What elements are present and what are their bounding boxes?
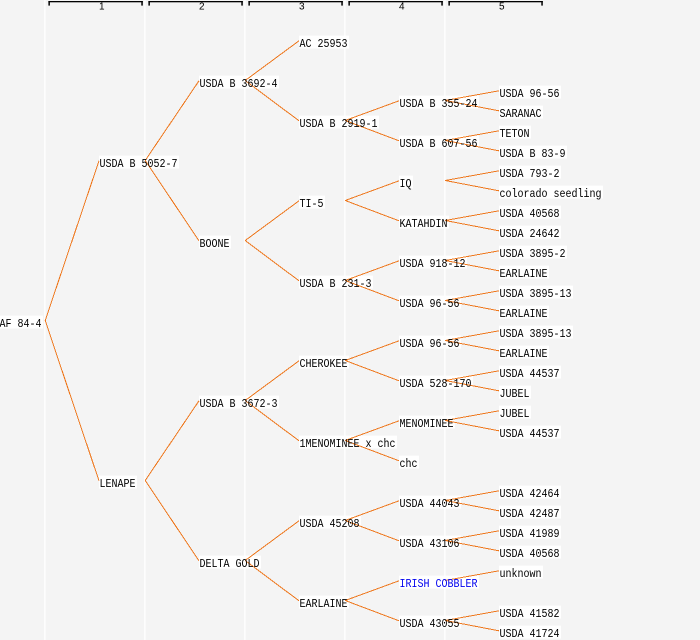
svg-text:USDA 42487: USDA 42487	[500, 507, 560, 521]
svg-text:USDA 528-170: USDA 528-170	[400, 377, 472, 391]
svg-text:DELTA GOLD: DELTA GOLD	[200, 557, 260, 571]
svg-text:CHEROKEE: CHEROKEE	[300, 357, 348, 371]
svg-text:USDA 41582: USDA 41582	[500, 607, 560, 621]
svg-text:5: 5	[499, 2, 505, 13]
svg-text:IQ: IQ	[400, 177, 412, 191]
svg-text:BOONE: BOONE	[200, 237, 230, 251]
svg-text:USDA 42464: USDA 42464	[500, 487, 560, 501]
svg-text:USDA 44537: USDA 44537	[500, 427, 560, 441]
svg-text:AC 25953: AC 25953	[300, 37, 348, 51]
svg-text:USDA 96-56: USDA 96-56	[400, 337, 460, 351]
svg-text:unknown: unknown	[500, 567, 542, 581]
svg-text:USDA 41989: USDA 41989	[500, 527, 560, 541]
svg-text:USDA 40568: USDA 40568	[500, 547, 560, 561]
svg-text:2: 2	[199, 2, 205, 13]
svg-text:USDA B 5052-7: USDA B 5052-7	[100, 157, 178, 171]
svg-text:chc: chc	[400, 457, 418, 471]
svg-text:USDA B 607-56: USDA B 607-56	[400, 137, 478, 151]
svg-text:AF 84-4: AF 84-4	[0, 317, 42, 331]
svg-text:TETON: TETON	[500, 127, 530, 141]
svg-text:USDA 24642: USDA 24642	[500, 227, 560, 241]
svg-text:USDA 3895-2: USDA 3895-2	[500, 247, 566, 261]
svg-text:USDA B 231-3: USDA B 231-3	[300, 277, 372, 291]
svg-text:USDA 41724: USDA 41724	[500, 627, 560, 640]
svg-text:JUBEL: JUBEL	[500, 387, 530, 401]
svg-text:IRISH COBBLER: IRISH COBBLER	[400, 577, 478, 591]
svg-text:KATAHDIN: KATAHDIN	[400, 217, 448, 231]
svg-text:1MENOMINEE x chc: 1MENOMINEE x chc	[300, 437, 396, 451]
svg-text:USDA 44043: USDA 44043	[400, 497, 460, 511]
svg-text:USDA 96-56: USDA 96-56	[400, 297, 460, 311]
svg-text:USDA 3895-13: USDA 3895-13	[500, 327, 572, 341]
svg-text:TI-5: TI-5	[300, 197, 324, 211]
svg-text:3: 3	[299, 2, 305, 13]
svg-text:USDA 43106: USDA 43106	[400, 537, 460, 551]
svg-text:USDA B 3692-4: USDA B 3692-4	[200, 77, 278, 91]
svg-text:LENAPE: LENAPE	[100, 477, 136, 491]
svg-text:USDA 44537: USDA 44537	[500, 367, 560, 381]
svg-text:EARLAINE: EARLAINE	[500, 307, 548, 321]
svg-text:MENOMINEE: MENOMINEE	[400, 417, 454, 431]
svg-text:JUBEL: JUBEL	[500, 407, 530, 421]
svg-text:USDA B 355-24: USDA B 355-24	[400, 97, 478, 111]
svg-text:colorado seedling: colorado seedling	[500, 187, 602, 201]
svg-text:USDA B 83-9: USDA B 83-9	[500, 147, 566, 161]
svg-text:USDA 918-12: USDA 918-12	[400, 257, 466, 271]
svg-text:USDA 96-56: USDA 96-56	[500, 87, 560, 101]
svg-text:USDA 3895-13: USDA 3895-13	[500, 287, 572, 301]
svg-text:USDA 45208: USDA 45208	[300, 517, 360, 531]
svg-text:USDA 793-2: USDA 793-2	[500, 167, 560, 181]
svg-text:4: 4	[399, 2, 405, 13]
svg-text:USDA 43055: USDA 43055	[400, 617, 460, 631]
svg-text:1: 1	[99, 2, 105, 13]
svg-text:USDA B 2919-1: USDA B 2919-1	[300, 117, 378, 131]
svg-text:SARANAC: SARANAC	[500, 107, 542, 121]
svg-text:EARLAINE: EARLAINE	[300, 597, 348, 611]
svg-text:EARLAINE: EARLAINE	[500, 267, 548, 281]
svg-text:EARLAINE: EARLAINE	[500, 347, 548, 361]
svg-text:USDA B 3672-3: USDA B 3672-3	[200, 397, 278, 411]
svg-text:USDA 40568: USDA 40568	[500, 207, 560, 221]
